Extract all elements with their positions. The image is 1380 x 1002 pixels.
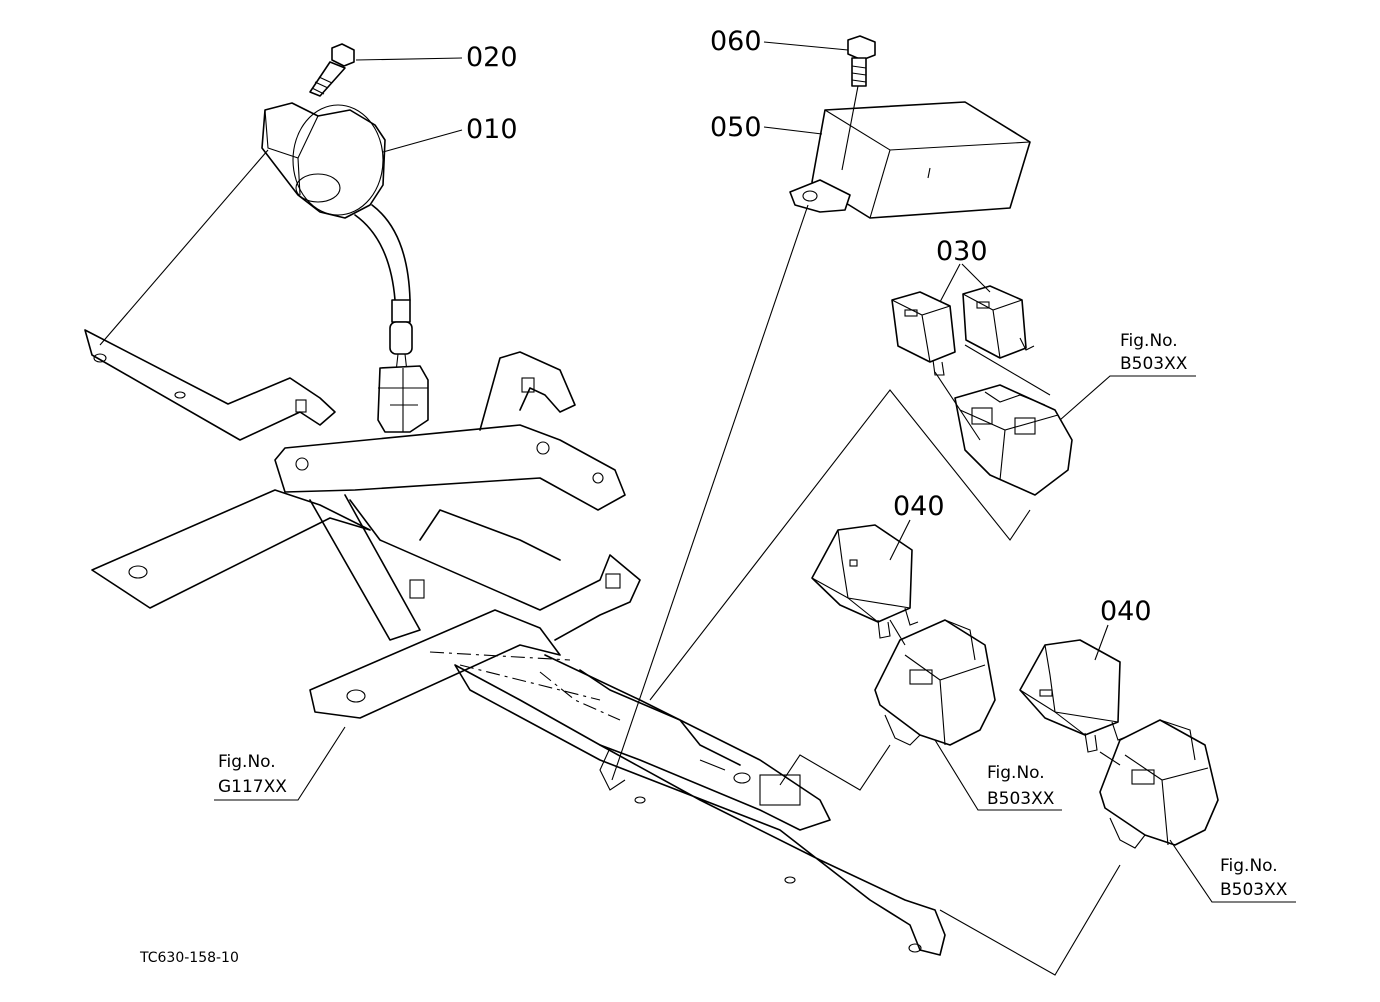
buzzer-part-010 [261,102,429,433]
fig-ref-b-code: G117XX [218,777,287,797]
callout-040b: 040 [1100,596,1152,627]
callout-050: 050 [710,112,762,143]
fig-ref-c-label: Fig.No. [987,763,1045,783]
mounting-frame [84,329,946,956]
callout-030: 030 [936,236,988,267]
relay-part-040b [1019,639,1127,753]
relay-socket-030 [954,384,1073,496]
fig-ref-a-code: B503XX [1120,354,1188,374]
callouts: 020 010 060 050 030 040 040 [355,26,1152,661]
fig-ref-b-label: Fig.No. [218,752,276,772]
relay-pair-part-030 [891,285,1035,376]
relay-part-040a [811,524,919,639]
callout-020: 020 [466,42,518,73]
hidden-lines [429,651,621,721]
relay-socket-040b [1099,719,1219,849]
control-unit-part-050 [789,101,1031,219]
bolt-part-060 [847,35,876,87]
figure-references: Fig.No. B503XX Fig.No. G117XX Fig.No. B5… [214,331,1296,903]
fig-ref-d-code: B503XX [1220,880,1288,900]
fig-ref-a-label: Fig.No. [1120,331,1178,351]
fig-ref-d-label: Fig.No. [1220,856,1278,876]
callout-010: 010 [466,114,518,145]
leader-lines [99,85,1121,976]
drawing-code: TC630-158-10 [139,950,239,966]
callout-040a: 040 [893,491,945,522]
relay-socket-040a [874,619,996,746]
callout-060: 060 [710,26,762,57]
bolt-part-020 [309,43,355,97]
fig-ref-c-code: B503XX [987,789,1055,809]
